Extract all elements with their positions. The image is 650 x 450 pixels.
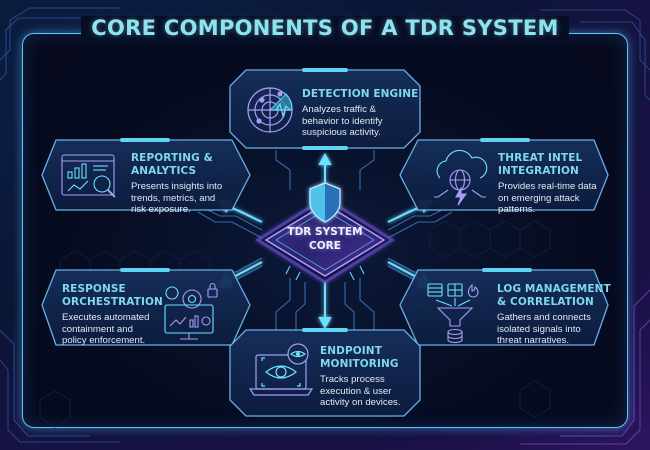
panel-log-management (399, 268, 609, 346)
page-title: CORE COMPONENTS OF A TDR SYSTEM (81, 16, 569, 40)
response-orchestration-heading: RESPONSE ORCHESTRATION (62, 283, 172, 309)
desc-line: policy enforcement. (62, 335, 146, 346)
log-management-text: LOG MANAGEMENT & CORRELATION Gathers and… (497, 283, 615, 347)
shield-icon (309, 182, 341, 223)
desc-line: on emerging attack (498, 192, 580, 204)
desc-line: Gathers and connects (497, 312, 591, 323)
radar-icon (247, 87, 293, 133)
desc-line: suspicious activity. (302, 127, 381, 138)
heading-line: REPORTING & (131, 152, 213, 164)
response-orchestration-description: Executes automated containment and polic… (62, 312, 172, 347)
endpoint-monitoring-text: ENDPOINT MONITORING Tracks process execu… (320, 345, 420, 409)
panel-reporting-analytics (41, 138, 251, 211)
log-funnel-database-icon (427, 283, 479, 344)
desc-line: activity on devices. (320, 397, 401, 408)
desc-line: patterns. (498, 204, 536, 215)
heading-line: ENDPOINT (320, 345, 382, 357)
core-label-line-1: TDR SYSTEM (287, 226, 363, 238)
heading-line: INTEGRATION (498, 165, 579, 177)
panel-response-orchestration (41, 268, 251, 346)
response-orchestration-text: RESPONSE ORCHESTRATION Executes automate… (62, 283, 172, 347)
threat-intel-heading: THREAT INTEL INTEGRATION (498, 152, 613, 178)
core-label: TDR SYSTEM CORE (270, 225, 380, 253)
analytics-dashboard-icon (61, 154, 116, 198)
core-label-line-2: CORE (309, 240, 341, 252)
cloud-globe-icon (434, 149, 488, 206)
title-bar: CORE COMPONENTS OF A TDR SYSTEM (0, 16, 650, 40)
laptop-eye-icon (248, 343, 314, 396)
endpoint-monitoring-description: Tracks process execution & user activity… (320, 374, 420, 409)
heading-line: ANALYTICS (131, 165, 197, 177)
detection-engine-text: DETECTION ENGINE Analyzes traffic & beha… (302, 88, 422, 139)
desc-line: Analyzes traffic & (302, 104, 376, 115)
automation-gear-monitor-icon (164, 282, 218, 340)
desc-line: containment and (62, 323, 133, 335)
endpoint-monitoring-heading: ENDPOINT MONITORING (320, 345, 420, 371)
detection-engine-heading: DETECTION ENGINE (302, 88, 422, 101)
tdr-core (255, 182, 395, 284)
reporting-analytics-heading: REPORTING & ANALYTICS (131, 152, 249, 178)
heading-line: MONITORING (320, 358, 399, 370)
panel-detection-engine (229, 68, 421, 150)
desc-line: isolated signals into (497, 323, 581, 335)
heading-line: LOG MANAGEMENT (497, 283, 611, 295)
panel-endpoint-monitoring (229, 328, 421, 417)
heading-line: RESPONSE (62, 283, 126, 295)
desc-line: Tracks process (320, 374, 385, 385)
reporting-analytics-description: Presents insights into trends, metrics, … (131, 181, 249, 216)
desc-line: trends, metrics, and (131, 192, 216, 204)
log-management-description: Gathers and connects isolated signals in… (497, 312, 615, 347)
desc-line: threat narratives. (497, 335, 569, 346)
detection-engine-description: Analyzes traffic & behavior to identify … (302, 104, 422, 139)
desc-line: Executes automated (62, 312, 150, 323)
desc-line: risk exposure. (131, 204, 191, 215)
desc-line: execution & user (320, 385, 392, 397)
desc-line: behavior to identify (302, 115, 383, 127)
desc-line: Provides real-time data (498, 181, 597, 192)
heading-line: DETECTION ENGINE (302, 88, 419, 100)
threat-intel-text: THREAT INTEL INTEGRATION Provides real-t… (498, 152, 613, 216)
heading-line: & CORRELATION (497, 296, 594, 308)
threat-intel-description: Provides real-time data on emerging atta… (498, 181, 613, 216)
core-pins (285, 265, 365, 281)
desc-line: Presents insights into (131, 181, 223, 192)
panel-threat-intel (399, 138, 609, 211)
heading-line: THREAT INTEL (498, 152, 583, 164)
log-management-heading: LOG MANAGEMENT & CORRELATION (497, 283, 615, 309)
heading-line: ORCHESTRATION (62, 296, 163, 308)
reporting-analytics-text: REPORTING & ANALYTICS Presents insights … (131, 152, 249, 216)
